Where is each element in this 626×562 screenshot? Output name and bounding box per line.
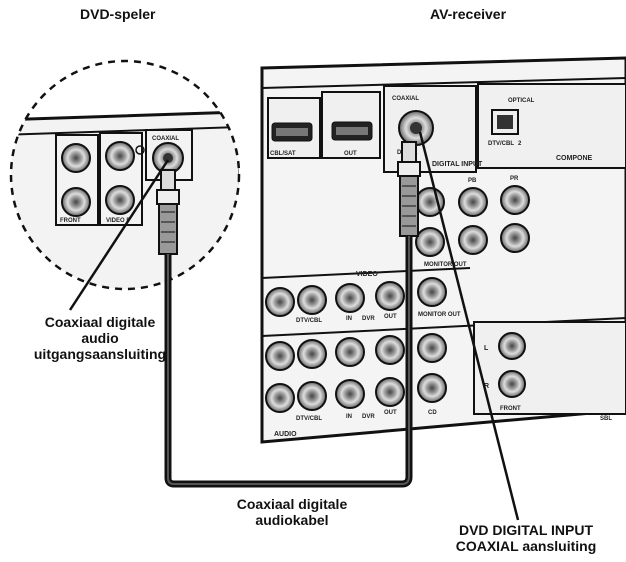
dvd-coaxial-text: COAXIAL [152,136,179,142]
rcv-in-text-a: IN [346,414,352,420]
rcv-coaxial-text: COAXIAL [392,96,419,102]
rcv-out-text: OUT [384,314,397,320]
dvd-coaxial-jack: COAXIAL [152,136,184,174]
audio-jacks: L R DTV/CBL IN DVR OUT CD AUDIO FRONT SB… [265,332,612,438]
cable-label-line-1: Coaxiaal digitale [236,496,348,512]
rcv-digital-input-text: DIGITAL INPUT [432,161,483,168]
rcv-dvr-text-a: DVR [362,414,375,420]
rcv-r-text: R [484,383,489,390]
input-jack-line-2: COAXIAL aansluiting [455,538,597,555]
input-pointer-line [418,131,520,521]
input-jack-line-1: DVD DIGITAL INPUT [458,522,594,538]
output-pointer-line [68,159,170,311]
rcv-opt-num: 2 [518,141,522,147]
av-receiver-panel: CBL/SAT OUT COAXIAL DVD 1 OPTICAL DTV/CB… [260,56,626,444]
rcv-optical-text: OPTICAL [508,98,535,104]
rcv-pb-text: PB [468,178,477,184]
rcv-sub-text: SBL [600,416,612,422]
rcv-component-text: COMPONE [556,155,593,162]
rcv-monitor-text-c: MONITOR OUT [424,262,467,268]
input-jack-label: DVD DIGITAL INPUT COAXIAL aansluiting [434,522,618,554]
rcv-dtv-text: DTV/CBL [296,318,322,324]
rcv-pr-text: PR [510,176,519,182]
rcv-front-text: FRONT [500,406,521,412]
rcv-dvr-text: DVR [362,316,375,322]
optical-port: OPTICAL DTV/CBL 2 [488,98,535,147]
hdmi-port: CBL/SAT [270,122,313,157]
cable-label: Coaxiaal digitale audiokabel [212,496,372,528]
rcv-video-text: VIDEO [356,271,378,278]
rcv-dtv-text-a: DTV/CBL [296,416,322,422]
dvd-front-text: FRONT [60,218,81,224]
rcv-dtv-text-opt: DTV/CBL [488,141,514,147]
cable-label-line-2: audiokabel [255,512,329,529]
hdmi-out-text: OUT [344,151,357,157]
output-jack-line-2: audio [81,330,119,347]
hdmi-cbl-text: CBL/SAT [270,151,296,157]
rcv-monitor-text: MONITOR OUT [418,312,461,318]
rcv-audio-text: AUDIO [274,431,297,438]
rcv-l-text: L [484,345,489,352]
output-jack-line-1: Coaxiaal digitale [44,314,156,330]
coaxial-cable [156,141,421,488]
output-jack-label: Coaxiaal digitale audio uitgangsaansluit… [32,314,168,362]
dvd-video-text: VIDEO P [106,218,130,224]
dvd-player-detail: FRONT VIDEO P COAXIAL [9,59,241,291]
dvd-player-label: DVD-speler [80,6,156,22]
rcv-cd-text: CD [428,410,437,416]
hdmi-out-port: OUT [331,121,373,157]
av-receiver-label: AV-receiver [430,6,507,22]
rcv-out-text-a: OUT [384,410,397,416]
output-jack-line-3: uitgangsaansluiting [33,346,167,363]
video-jacks: DTV/CBL IN DVR OUT MONITOR OUT [265,277,461,324]
rcv-in-text: IN [346,316,352,322]
